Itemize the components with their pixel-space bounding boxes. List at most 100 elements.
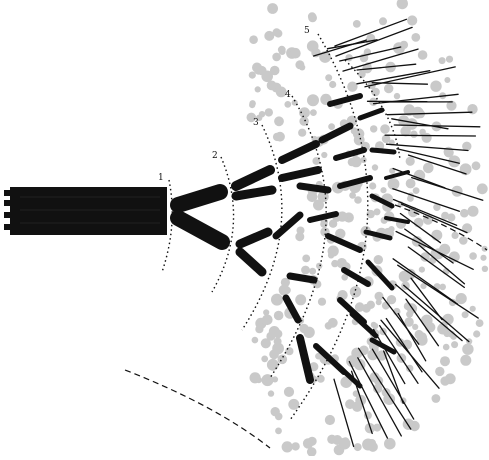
stipple-dot <box>291 442 299 450</box>
branch-segment <box>178 192 220 205</box>
stipple-dot <box>249 102 255 108</box>
stipple-dot <box>404 317 413 326</box>
stipple-dot <box>268 390 274 396</box>
stipple-dot <box>275 428 282 435</box>
stipple-dot <box>362 304 371 313</box>
stipple-dot <box>278 355 288 365</box>
stipple-dot <box>432 394 441 403</box>
stipple-dot <box>419 129 426 136</box>
stipple-dot <box>431 230 442 241</box>
stipple-dot <box>440 376 449 385</box>
stipple-dot <box>282 441 293 452</box>
branch-segment <box>310 214 336 220</box>
stipple-dot <box>406 179 416 189</box>
stipple-dot <box>400 41 408 49</box>
stipple-dot <box>460 209 469 218</box>
stipple-dot <box>270 66 280 76</box>
branch-segment <box>276 215 300 236</box>
trunk-bundle <box>4 187 167 235</box>
stipple-dot <box>328 318 338 328</box>
stipple-dot <box>462 223 472 233</box>
stipple-dot <box>413 187 420 194</box>
fiber-line <box>387 112 472 115</box>
stipple-dot <box>273 28 281 36</box>
stipple-dot <box>267 359 279 371</box>
stipple-dot <box>388 178 400 190</box>
stipple-dot <box>459 236 468 245</box>
branch-segment <box>300 186 328 190</box>
stipple-dot <box>411 33 420 42</box>
stipple-dot <box>301 266 310 275</box>
stipple-dot <box>249 35 258 44</box>
stipple-dot <box>444 77 450 83</box>
stipple-dot <box>371 88 380 97</box>
branch-segment <box>336 150 364 158</box>
stipple-dot <box>298 129 306 137</box>
stipple-dot <box>407 15 417 25</box>
branch-segment <box>300 338 310 380</box>
stipple-dot <box>476 319 484 327</box>
stipple-dot <box>329 81 336 88</box>
branch-segments <box>178 96 408 386</box>
stipple-dot <box>368 439 376 447</box>
stipple-dot <box>274 311 284 321</box>
stipple-dot <box>316 263 322 269</box>
stipple-dot <box>256 321 263 328</box>
stage-label-4: 4 <box>285 90 291 100</box>
stipple-dot <box>441 212 449 220</box>
stipple-dot <box>265 108 273 116</box>
stipple-dot <box>440 356 450 366</box>
stipple-dot <box>274 116 284 126</box>
stipple-dot <box>384 84 393 93</box>
branch-segment <box>330 96 360 104</box>
arc-2 <box>212 157 234 292</box>
stipple-dot <box>328 246 339 257</box>
branch-segment <box>322 126 350 140</box>
stipple-dot <box>477 183 488 194</box>
stage-label-5: 5 <box>304 26 310 36</box>
stipple-dot <box>353 20 361 28</box>
branch-segment <box>240 232 268 244</box>
stipple-dot <box>468 206 479 217</box>
stipple-dot <box>369 182 376 189</box>
stipple-dot <box>349 192 356 199</box>
stipple-dot <box>388 226 394 232</box>
stipple-dot <box>325 74 332 81</box>
stipple-dot <box>308 12 316 20</box>
stipple-dot <box>446 56 453 63</box>
stipple-dot <box>482 246 488 252</box>
branch-segment <box>236 190 272 196</box>
stipple-dot <box>263 309 269 315</box>
stipple-dot <box>288 399 299 410</box>
stipple-dot <box>321 152 327 158</box>
stage-label-3: 3 <box>253 118 259 128</box>
stipple-dot <box>443 344 450 351</box>
stipple-dot <box>352 402 362 412</box>
stipple-dot <box>379 17 387 25</box>
stipple-dot <box>372 164 378 170</box>
stipple-dot <box>460 355 471 366</box>
stipple-dot <box>380 124 390 134</box>
stipple-dot <box>309 268 316 275</box>
stipple-dot <box>439 57 446 64</box>
stipple-dot <box>412 324 418 330</box>
stipple-dot <box>274 338 282 346</box>
fiber-line <box>412 178 483 201</box>
stage-label-2: 2 <box>212 151 218 161</box>
stipple-dot <box>303 438 313 448</box>
fiber-line <box>393 189 459 212</box>
stipple-dot <box>310 109 317 116</box>
stipple-dot <box>374 255 383 264</box>
stipple-dot <box>472 161 481 170</box>
branch-segment <box>178 218 222 242</box>
stipple-dot <box>384 438 396 450</box>
branch-segment <box>236 170 270 186</box>
stipple-dot <box>252 337 259 344</box>
stipple-dot <box>299 324 308 333</box>
stipple-dot <box>332 435 342 445</box>
stipple-dot <box>284 387 294 397</box>
stipple-dot <box>406 311 413 318</box>
stipple-dot <box>348 158 356 166</box>
stipple-dot <box>290 48 301 59</box>
